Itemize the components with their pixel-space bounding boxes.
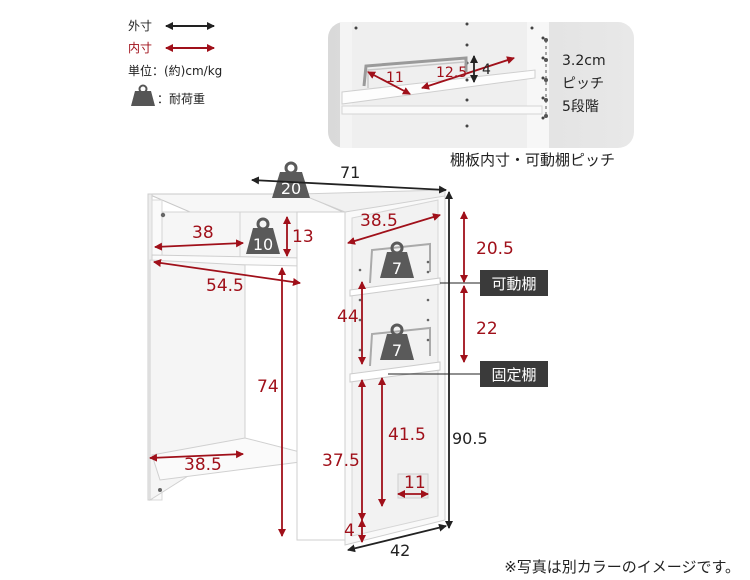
shelf-pitch-inset: 11 12.5 4 3.2cm ピッチ 5段階 棚板内寸・可動棚ピッチ (328, 22, 634, 169)
dim-lower-inner: 41.5 (388, 425, 426, 445)
movable-shelf-tag (480, 270, 548, 296)
weight-icon (131, 84, 155, 106)
legend-load: ：耐荷重 (157, 92, 205, 106)
dim-middle-height: 22 (476, 319, 498, 339)
dim-cabinet-height: 44 (337, 307, 359, 327)
load-middle-value: 7 (392, 341, 402, 360)
dim-outer-depth: 42 (390, 541, 410, 560)
inset-caption: 棚板内寸・可動棚ピッチ (450, 151, 615, 169)
fixed-shelf-tag (480, 361, 548, 387)
dim-outer-height: 90.5 (452, 429, 488, 448)
load-badge-small-shelf: 10 (246, 217, 280, 254)
inset-steps: 5段階 (562, 99, 599, 115)
dim-top-shelf-width: 38 (192, 223, 214, 243)
dim-counter-width: 54.5 (206, 276, 244, 296)
load-badge-upper-shelf: 7 (380, 241, 414, 278)
load-badge-middle-shelf: 7 (380, 323, 414, 360)
counter-width-arrow (153, 259, 301, 286)
dim-plinth-height: 4 (344, 521, 355, 541)
legend: 外寸 内寸 単位：(約)cm/kg ：耐荷重 (128, 19, 222, 106)
load-upper-value: 7 (392, 259, 402, 278)
dim-lower-height: 37.5 (322, 451, 360, 471)
outer-width-arrow (251, 176, 447, 194)
movable-shelf-tag-label: 可動棚 (491, 275, 536, 293)
side-width-arrow (347, 213, 441, 245)
dim-leg-height: 74 (257, 377, 279, 397)
top-shelf-width-arrow (154, 239, 244, 251)
fixed-shelf-tag-label: 固定棚 (491, 366, 536, 384)
rail-depth-arrow (421, 56, 515, 90)
rail-width-arrow (367, 71, 411, 95)
legend-inner-label: 内寸 (128, 41, 152, 55)
legend-outer-label: 外寸 (128, 19, 152, 33)
inset-pitch-word: ピッチ (562, 76, 604, 92)
inset-dim-height: 4 (482, 62, 491, 78)
photo-note: ※写真は別カラーのイメージです。 (504, 558, 740, 576)
legend-unit: 単位：(約)cm/kg (128, 63, 222, 78)
dim-upper-height: 20.5 (476, 239, 514, 259)
dim-top-shelf-height: 13 (292, 227, 314, 247)
bottom-width-arrow (149, 450, 244, 462)
dim-slot-width: 11 (404, 473, 426, 493)
load-small-value: 10 (253, 235, 273, 254)
dim-bottom-width: 38.5 (184, 455, 222, 475)
inset-dim-rail: 11 (386, 70, 404, 86)
counter-table-illustration (147, 189, 446, 546)
dim-outer-width: 71 (340, 163, 360, 182)
dim-side-width: 38.5 (360, 211, 398, 231)
inset-pitch: 3.2cm (562, 53, 606, 69)
inset-dim-depth: 12.5 (436, 65, 467, 81)
outer-depth-arrow (347, 523, 447, 553)
